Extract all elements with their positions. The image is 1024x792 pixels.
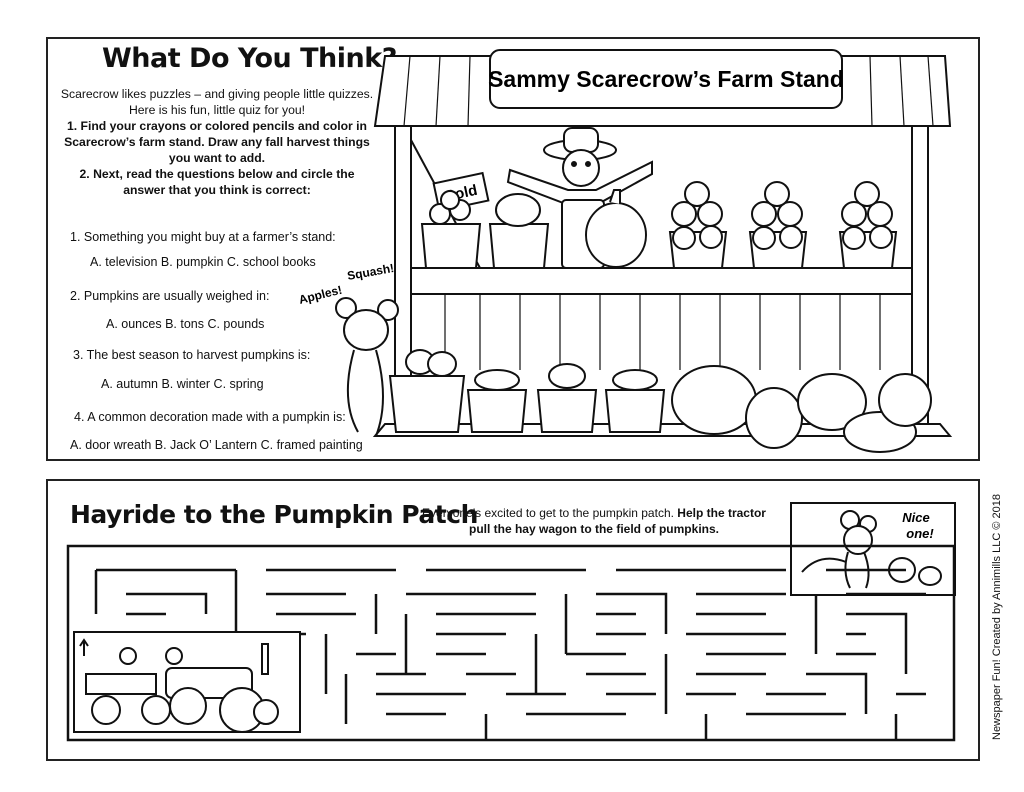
shelf-pumpkin <box>585 202 647 268</box>
hayride-title: Hayride to the Pumpkin Patch <box>70 500 478 529</box>
instruction-2: 2. Next, read the questions below and ci… <box>79 167 355 197</box>
quiz-intro: Scarecrow likes puzzles – and giving peo… <box>58 86 376 198</box>
answer-2[interactable]: A. ounces B. tons C. pounds <box>106 317 265 331</box>
hayride-instructions: Everyone’s excited to get to the pumpkin… <box>414 505 774 537</box>
question-2: 2. Pumpkins are usually weighed in: <box>70 289 270 303</box>
answer-3[interactable]: A. autumn B. winter C. spring <box>101 377 264 391</box>
nice-one-text: Nice <box>902 510 929 525</box>
question-3: 3. The best season to harvest pumpkins i… <box>73 348 311 362</box>
question-1: 1. Something you might buy at a farmer’s… <box>70 230 336 244</box>
tractor-icon <box>85 643 279 733</box>
sunflower-pots <box>668 181 898 269</box>
answer-4[interactable]: A. door wreath B. Jack O’ Lantern C. fra… <box>70 438 363 452</box>
floor-baskets <box>388 349 666 433</box>
stand-back-boards <box>444 294 881 370</box>
maze-walls <box>94 568 926 740</box>
squash-basket <box>488 223 550 269</box>
maze-outer-wall <box>66 544 956 742</box>
hayride-maze[interactable] <box>66 544 956 742</box>
hayride-text-bold: Help the tractor pull the hay wagon to t… <box>468 506 766 536</box>
start-arrow-icon <box>79 638 89 656</box>
hayride-text-plain: Everyone’s excited to get to the pumpkin… <box>422 506 674 520</box>
squash-bubble: Squash! <box>346 261 395 283</box>
quiz-title: What Do You Think? <box>102 43 397 74</box>
question-4: 4. A common decoration made with a pumpk… <box>74 410 346 424</box>
stand-sign <box>489 49 843 109</box>
stand-sign-text: Sammy Scarecrow’s Farm Stand <box>488 66 844 92</box>
intro-text: Scarecrow likes puzzles – and giving peo… <box>60 87 374 117</box>
svg-text:one!: one! <box>906 526 934 541</box>
apple-basket <box>420 223 482 269</box>
stand-shelf <box>410 267 913 295</box>
answer-1[interactable]: A. television B. pumpkin C. school books <box>90 255 316 269</box>
credit-line: Newspaper Fun! Created by Annimills LLC … <box>991 494 1003 740</box>
instruction-1: 1. Find your crayons or colored pencils … <box>64 119 370 165</box>
mouse-character <box>335 297 399 437</box>
farm-stand-illustration: Sammy Scarecrow’s Farm Stand Sold <box>297 49 953 453</box>
floor-pumpkins <box>671 365 932 453</box>
